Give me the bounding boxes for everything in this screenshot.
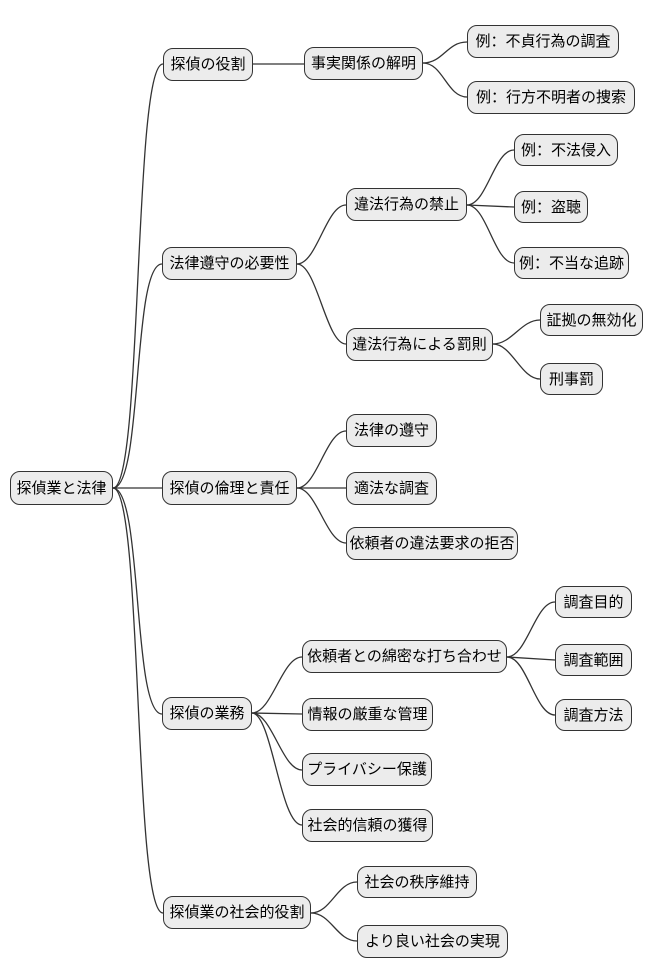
node-b1-c1: 違法行為による罰則 xyxy=(346,328,493,361)
node-b0-c0-g1: 例：行方不明者の捜索 xyxy=(467,81,635,114)
edge-b2-c2 xyxy=(296,487,347,544)
edge-b3c0-g0 xyxy=(506,601,556,658)
node-branch-4: 探偵業の社会的役割 xyxy=(163,896,311,929)
edge-b4-c0 xyxy=(310,881,358,914)
edge-b3-c2 xyxy=(251,712,303,771)
node-b3-c0: 依頼者との綿密な打ち合わせ xyxy=(302,640,507,673)
node-branch-2: 探偵の倫理と責任 xyxy=(162,471,297,505)
node-b3-c1: 情報の厳重な管理 xyxy=(302,698,433,731)
node-b1-c1-g0: 証拠の無効化 xyxy=(540,304,643,336)
node-branch-3: 探偵の業務 xyxy=(162,697,252,730)
node-b2-c0: 法律の遵守 xyxy=(346,414,437,447)
edge-b1c0-g2 xyxy=(466,204,515,264)
edge-b2-c0 xyxy=(296,430,347,489)
edge-b1c1-g1 xyxy=(492,343,541,380)
node-b2-c1: 適法な調査 xyxy=(346,472,437,505)
node-branch-0: 探偵の役割 xyxy=(163,48,253,81)
node-root: 探偵業と法律 xyxy=(10,471,113,505)
node-b1-c1-g1: 刑事罰 xyxy=(540,363,603,395)
node-b3-c0-g0: 調査目的 xyxy=(555,586,632,618)
node-b3-c2: プライバシー保護 xyxy=(302,753,432,786)
edge-b0c0-g1 xyxy=(422,62,468,98)
node-b0-c0-g0: 例：不貞行為の調査 xyxy=(467,25,619,58)
edge-b4-c1 xyxy=(310,912,358,942)
edge-b0c0-g0 xyxy=(422,41,468,64)
node-b2-c2: 依頼者の違法要求の拒否 xyxy=(346,527,518,560)
edge-b3c0-g1 xyxy=(506,656,556,661)
edge-root-b1 xyxy=(112,263,163,489)
node-b3-c3: 社会的信頼の獲得 xyxy=(302,809,433,842)
node-branch-1: 法律遵守の必要性 xyxy=(162,247,297,280)
node-b4-c1: より良い社会の実現 xyxy=(357,925,508,958)
node-b0-c0: 事実関係の解明 xyxy=(304,47,423,80)
edge-b3-c1 xyxy=(251,712,303,715)
node-b3-c0-g2: 調査方法 xyxy=(555,699,632,731)
edge-b1c1-g0 xyxy=(492,319,541,345)
edge-b1-c0 xyxy=(296,204,347,265)
node-b3-c0-g1: 調査範囲 xyxy=(555,644,632,676)
edge-b3-c3 xyxy=(251,712,303,826)
edge-root-b4 xyxy=(112,487,164,914)
node-b1-c0: 違法行為の禁止 xyxy=(346,188,467,221)
node-b1-c0-g2: 例：不当な追跡 xyxy=(514,247,629,279)
node-b4-c0: 社会の秩序維持 xyxy=(357,866,477,898)
edge-b1-c1 xyxy=(296,263,347,345)
edge-b1c0-g0 xyxy=(466,149,515,206)
edge-root-b0 xyxy=(112,63,164,489)
edge-b3-c0 xyxy=(251,656,303,714)
edge-b1c0-g1 xyxy=(466,204,515,208)
edge-b3c0-g2 xyxy=(506,656,556,716)
node-b1-c0-g1: 例：盗聴 xyxy=(514,191,588,223)
edge-root-b3 xyxy=(112,487,163,715)
node-b1-c0-g0: 例：不法侵入 xyxy=(514,134,618,166)
